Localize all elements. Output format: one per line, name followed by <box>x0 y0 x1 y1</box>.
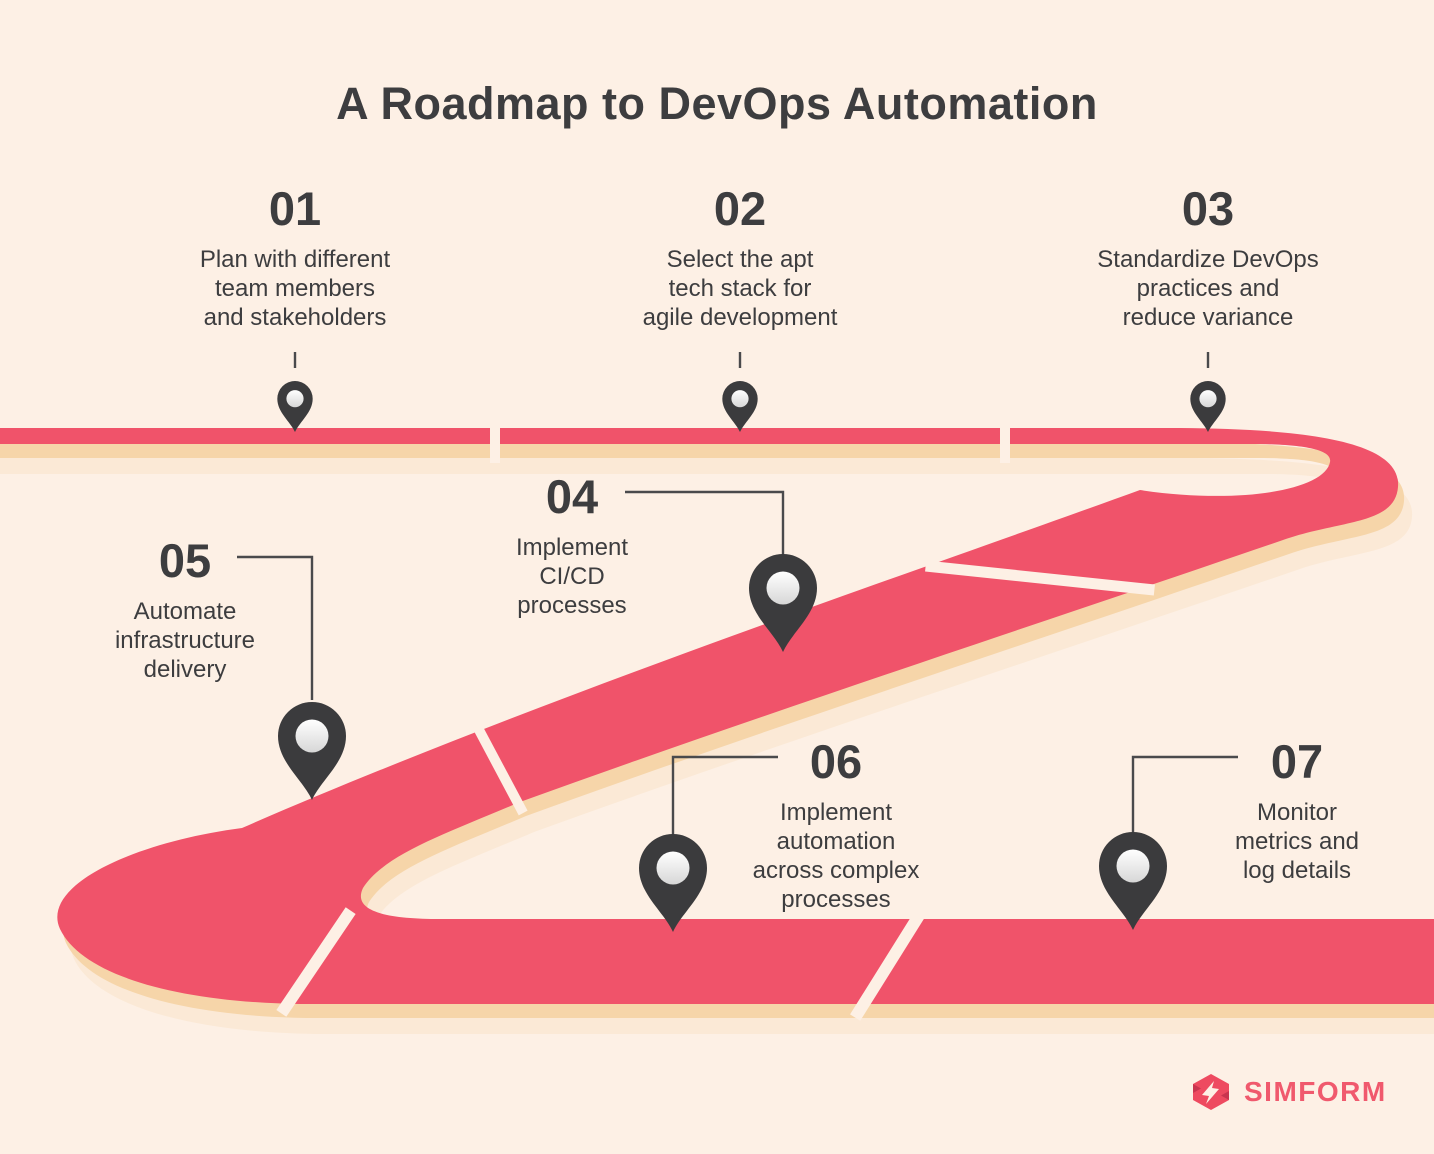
step-description: Implement automation across complex proc… <box>752 799 920 913</box>
road-segment-gap <box>276 907 356 1017</box>
page-title: A Roadmap to DevOps Automation <box>336 78 1098 130</box>
connector-line <box>625 490 785 556</box>
step-number: 07 <box>1270 735 1324 788</box>
step-01: 01 Plan with different team members and … <box>145 184 445 332</box>
road-segment-gap <box>490 421 500 463</box>
step-05: 05 Automate infrastructure delivery <box>45 536 325 684</box>
step-number: 02 <box>713 182 767 235</box>
step-07: 07 Monitor metrics and log details <box>1167 737 1427 885</box>
step-description: Automate infrastructure delivery <box>114 598 256 683</box>
location-pin-icon <box>1190 381 1226 432</box>
step-number: 06 <box>809 735 863 788</box>
simform-logo: SIMFORM <box>1189 1070 1387 1114</box>
road-segment-gap <box>850 909 926 1021</box>
simform-ribbon-bolt-icon <box>1193 1074 1229 1110</box>
connector-line <box>237 555 314 700</box>
connector-line <box>671 755 778 835</box>
connector-line <box>1131 755 1238 833</box>
step-number: 01 <box>268 182 322 235</box>
road-segment-gap <box>925 560 1155 596</box>
road-surface <box>0 428 1434 1004</box>
step-number: 03 <box>1181 182 1235 235</box>
step-04: 04 Implement CI/CD processes <box>442 472 702 620</box>
step-description: Select the apt tech stack for agile deve… <box>642 246 838 331</box>
step-description: Implement CI/CD processes <box>515 534 629 619</box>
location-pin-icon <box>722 381 758 432</box>
step-description: Monitor metrics and log details <box>1234 799 1360 884</box>
location-pin-icon <box>1099 832 1167 930</box>
step-number: 05 <box>158 534 212 587</box>
road-segment-gap <box>1000 421 1010 463</box>
step-description: Plan with different team members and sta… <box>199 246 391 331</box>
step-number: 04 <box>545 470 599 523</box>
step-03: 03 Standardize DevOps practices and redu… <box>1048 184 1368 332</box>
step-description: Standardize DevOps practices and reduce … <box>1097 246 1319 331</box>
step-02: 02 Select the apt tech stack for agile d… <box>590 184 890 332</box>
simform-logo-text: SIMFORM <box>1244 1076 1387 1107</box>
step-06: 06 Implement automation across complex p… <box>696 737 976 914</box>
road-segment-gap <box>462 704 528 816</box>
location-pin-icon <box>278 702 346 800</box>
location-pin-icon <box>277 381 313 432</box>
